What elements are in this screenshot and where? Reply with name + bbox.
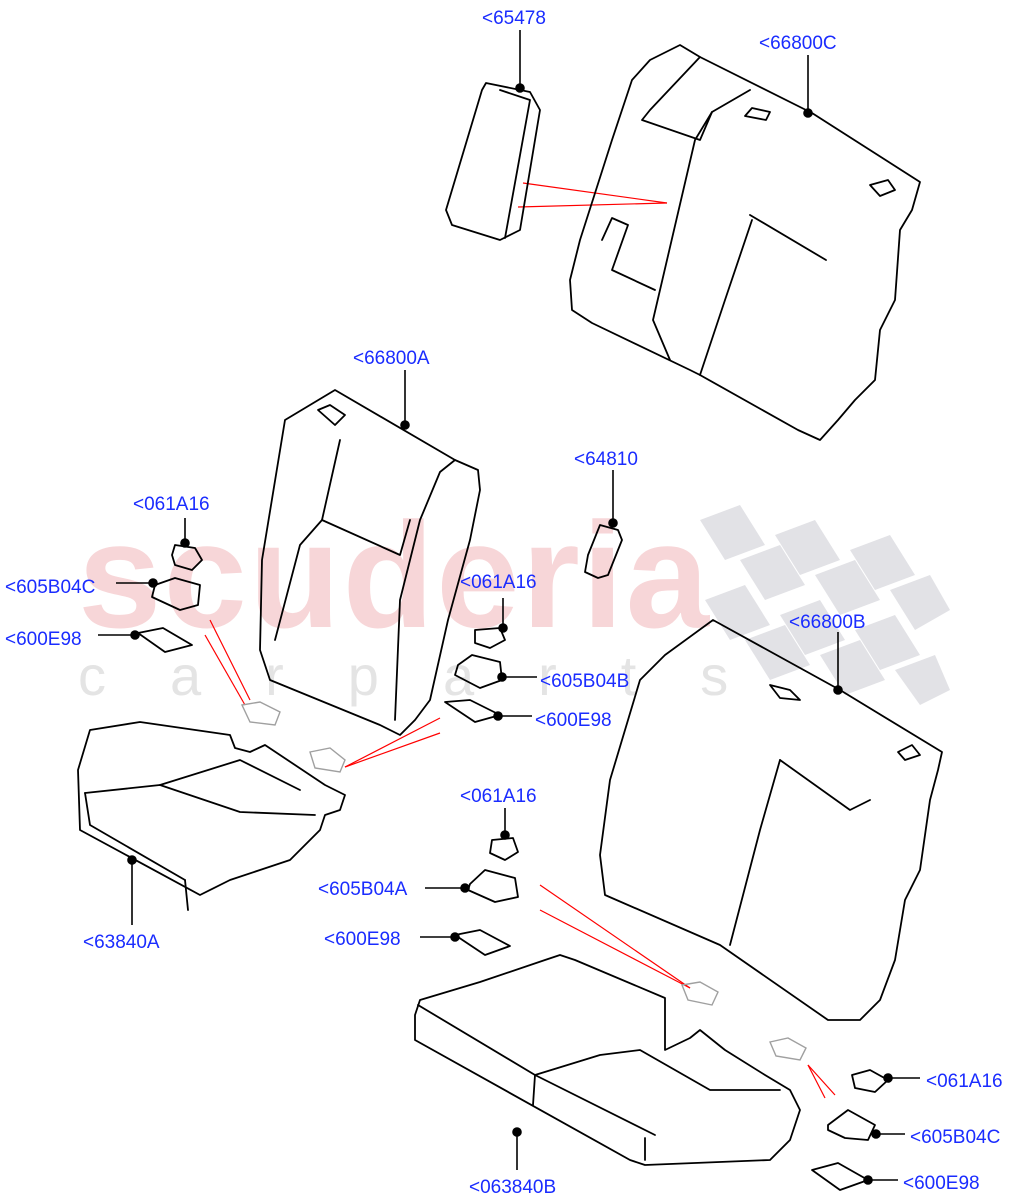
seat-back-center-part[interactable]: [569, 44, 921, 441]
callout-65478[interactable]: <65478: [482, 8, 546, 29]
callout-64810[interactable]: <64810: [574, 449, 638, 470]
callout-061A16-left[interactable]: <061A16: [133, 494, 210, 515]
plate-left-part[interactable]: [137, 627, 193, 653]
callout-leaders: [98, 30, 920, 1185]
plate-middle-part[interactable]: [444, 699, 501, 723]
callout-600E98-right[interactable]: <600E98: [903, 1173, 980, 1194]
clip-middle-part[interactable]: [474, 627, 506, 649]
clip-lower-part[interactable]: [489, 837, 519, 861]
callout-63840B[interactable]: <063840B: [469, 1177, 557, 1198]
callout-061A16-middle[interactable]: <061A16: [460, 572, 537, 593]
seat-back-left-part[interactable]: [259, 389, 481, 736]
callout-061A16-right[interactable]: <061A16: [926, 1071, 1003, 1092]
ghost-clips: [240, 701, 807, 1061]
callout-605B04B[interactable]: <605B04B: [540, 671, 630, 692]
callout-600E98-left[interactable]: <600E98: [5, 629, 82, 650]
callout-605B04C-right[interactable]: <605B04C: [910, 1127, 1001, 1148]
seat-cushion-left-part[interactable]: [77, 721, 346, 911]
red-leader-lines: [204, 182, 836, 1099]
callout-66800C[interactable]: <66800C: [759, 33, 837, 54]
clip-left-part[interactable]: [171, 544, 203, 571]
armrest-pad-part[interactable]: [584, 524, 623, 579]
seat-cushion-right-part[interactable]: [414, 954, 801, 1166]
retainer-lower-part[interactable]: [467, 869, 519, 903]
callout-605B04A[interactable]: <605B04A: [318, 879, 408, 900]
plate-right-part[interactable]: [811, 1162, 869, 1191]
callout-605B04C-left[interactable]: <605B04C: [5, 577, 96, 598]
retainer-left-part[interactable]: [151, 577, 201, 611]
callout-061A16-lower[interactable]: <061A16: [460, 786, 537, 807]
checkered-flag-watermark: [700, 505, 950, 705]
callout-63840A[interactable]: <63840A: [83, 932, 160, 953]
clip-right-part[interactable]: [851, 1069, 889, 1093]
headrest-part[interactable]: [445, 82, 541, 241]
callout-600E98-lower[interactable]: <600E98: [324, 929, 401, 950]
callout-66800B[interactable]: <66800B: [789, 612, 866, 633]
callout-600E98-middle[interactable]: <600E98: [535, 710, 612, 731]
callout-66800A[interactable]: <66800A: [353, 348, 430, 369]
seat-back-right-part[interactable]: [599, 619, 943, 1021]
plate-lower-part[interactable]: [454, 929, 511, 956]
retainer-right-part[interactable]: [827, 1109, 876, 1141]
retainer-middle-part[interactable]: [454, 654, 503, 689]
